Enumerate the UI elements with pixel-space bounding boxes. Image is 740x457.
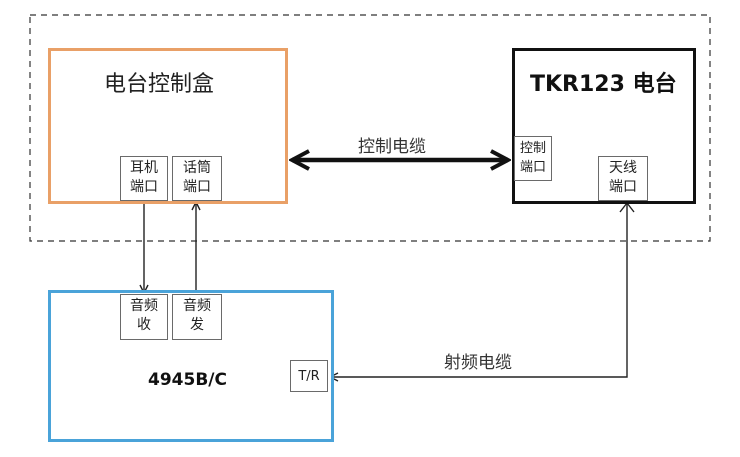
audio-rx-label-2: 收: [137, 317, 151, 333]
radio-title: TKR123 电台: [530, 72, 677, 97]
audio-rx-port: 音频 收: [120, 294, 168, 340]
audio-tx-label-1: 音频: [183, 298, 211, 314]
earphone-port-label-2: 端口: [130, 179, 158, 195]
antenna-arrowhead: [619, 201, 635, 213]
earphone-port-label-1: 耳机: [130, 160, 158, 176]
rf-cable-label: 射频电缆: [444, 353, 512, 373]
control-port: 控制 端口: [514, 136, 552, 181]
audio-rx-label-1: 音频: [130, 298, 158, 314]
microphone-port: 话筒 端口: [172, 156, 222, 201]
antenna-port-label-2: 端口: [609, 179, 637, 195]
tr-port: T/R: [290, 360, 328, 392]
antenna-port-label-1: 天线: [609, 160, 637, 176]
audio-tx-port: 音频 发: [172, 294, 222, 340]
control-cable-label: 控制电缆: [358, 137, 426, 157]
control-port-label-1: 控制: [519, 141, 546, 156]
microphone-port-label-2: 端口: [183, 179, 211, 195]
control-box-title: 电台控制盒: [104, 72, 215, 97]
audio-tx-label-2: 发: [190, 317, 204, 333]
control-port-label-2: 端口: [519, 160, 546, 175]
earphone-port: 耳机 端口: [120, 156, 168, 201]
device-title: 4945B/C: [148, 370, 227, 390]
control-box: [48, 48, 288, 204]
microphone-port-label-1: 话筒: [183, 160, 211, 176]
antenna-port: 天线 端口: [598, 156, 648, 201]
